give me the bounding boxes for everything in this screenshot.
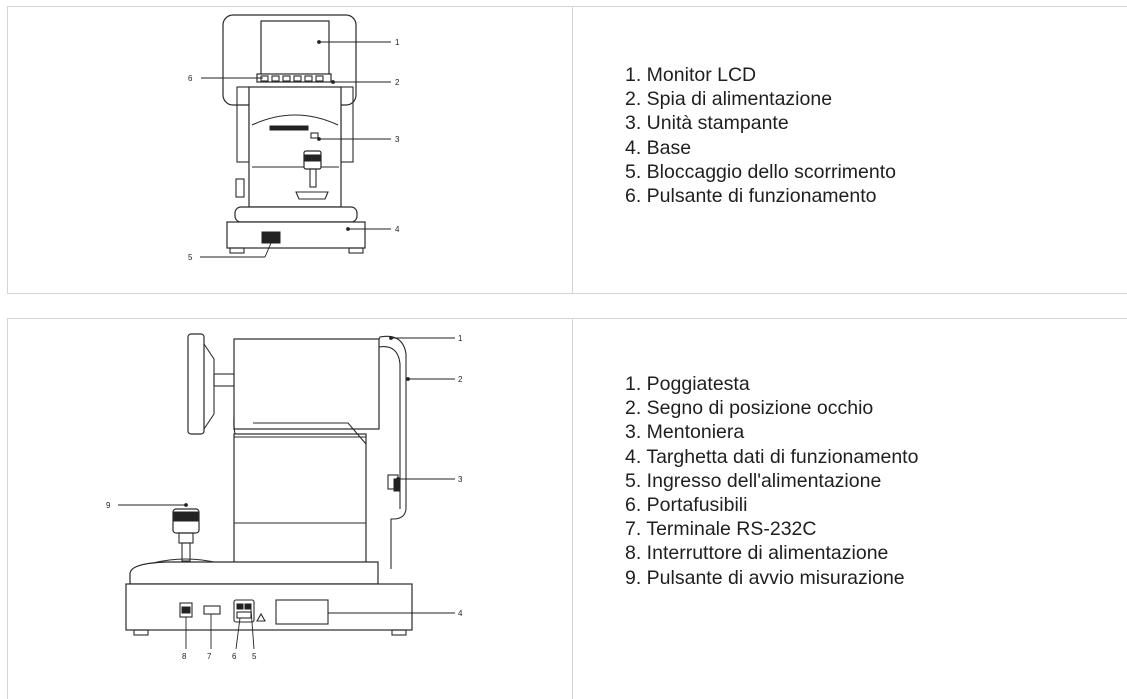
callout-6: 6 — [188, 74, 193, 83]
joystick-side — [152, 508, 219, 570]
list-item: 4. Targhetta dati di funzionamento — [625, 445, 919, 468]
printer-slot — [269, 125, 309, 131]
power-inlet — [233, 599, 255, 623]
callout-6: 6 — [232, 652, 237, 661]
list-item: 8. Interruttore di alimentazione — [625, 542, 889, 565]
body — [233, 433, 367, 575]
callout-1: 1 — [458, 334, 463, 343]
base-side — [125, 583, 413, 631]
front-view-legend-cell: 1. Monitor LCD 2. Spia di alimentazione … — [573, 7, 1127, 293]
front-view-table: 1 2 3 4 5 6 1. Monitor LCD 2. Spia di al… — [7, 6, 1127, 294]
callout-8: 8 — [182, 652, 187, 661]
side-view-parts-list: 1. Poggiatesta 2. Segno di posizione occ… — [625, 372, 918, 590]
callout-3: 3 — [395, 135, 400, 144]
lcd-monitor-side — [187, 333, 205, 435]
measuring-head — [233, 338, 380, 430]
slide-platform — [234, 206, 358, 223]
list-item: 1. Monitor LCD — [625, 64, 757, 86]
list-item: 2. Segno di posizione occhio — [625, 397, 874, 420]
front-view-diagram-cell: 1 2 3 4 5 6 — [8, 7, 573, 293]
callout-5: 5 — [252, 652, 257, 661]
callout-2: 2 — [395, 78, 400, 87]
callout-1: 1 — [395, 38, 400, 47]
callout-7: 7 — [207, 652, 212, 661]
side-view-diagram: 1 2 3 4 9 8 7 6 5 — [106, 333, 463, 661]
callout-4: 4 — [458, 609, 463, 618]
side-view-legend-cell: 1. Poggiatesta 2. Segno di posizione occ… — [573, 319, 1127, 699]
main-body — [248, 86, 342, 208]
rating-plate — [275, 599, 329, 625]
slide-lock — [261, 231, 281, 244]
front-view-parts-list: 1. Monitor LCD 2. Spia di alimentazione … — [625, 63, 896, 208]
base — [226, 221, 366, 249]
list-item: 3. Unità stampante — [625, 112, 789, 135]
callout-3: 3 — [458, 475, 463, 484]
callout-4: 4 — [395, 225, 400, 234]
lcd-monitor — [260, 20, 330, 77]
joystick — [295, 150, 329, 200]
list-item: 9. Pulsante di avvio misurazione — [625, 566, 905, 589]
list-item: 6. Portafusibili — [625, 494, 748, 517]
list-item: 3. Mentoniera — [625, 421, 745, 444]
list-item: 4. Base — [625, 136, 692, 159]
side-view-table: 1 2 3 4 9 8 7 6 5 1. Poggiatesta 2. Seg — [7, 318, 1127, 699]
callout-2: 2 — [458, 375, 463, 384]
callout-5: 5 — [188, 253, 193, 262]
list-item: 2. Spia di alimentazione — [625, 88, 833, 111]
front-view-diagram: 1 2 3 4 5 6 — [188, 14, 400, 262]
operation-buttons — [256, 73, 332, 83]
list-item: 1. Poggiatesta — [625, 373, 750, 395]
slide-platform-side — [129, 561, 379, 585]
list-item: 5. Ingresso dell'alimentazione — [625, 469, 882, 492]
callout-9: 9 — [106, 501, 111, 510]
headrest-frame — [378, 335, 407, 569]
list-item: 5. Bloccaggio dello scorrimento — [625, 160, 896, 183]
list-item: 7. Terminale RS-232C — [625, 518, 817, 541]
side-view-diagram-cell: 1 2 3 4 9 8 7 6 5 — [8, 319, 573, 699]
list-item: 6. Pulsante di funzionamento — [625, 185, 877, 208]
rs232c-terminal — [203, 605, 221, 615]
